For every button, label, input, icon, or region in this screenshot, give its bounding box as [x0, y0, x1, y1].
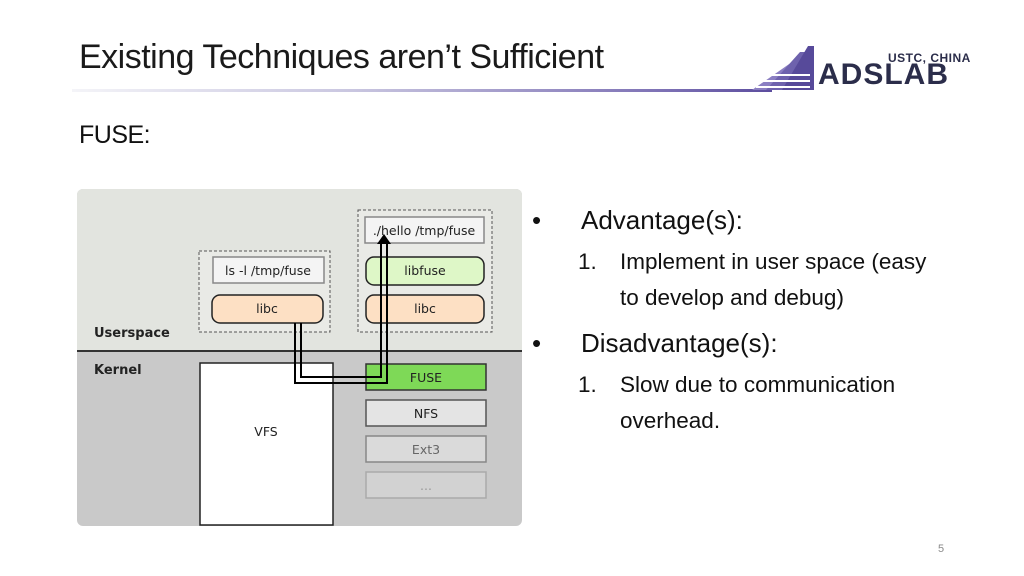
- logo-wordmark: ADSLAB: [818, 58, 949, 91]
- disadvantage-heading: • Disadvantage(s):: [532, 328, 778, 358]
- bullet-dot-icon: •: [532, 328, 542, 358]
- left-libc-box: [211, 294, 324, 324]
- slide-title: Existing Techniques aren’t Sufficient: [79, 38, 604, 76]
- call-path-arrow-icon: [377, 234, 391, 244]
- left-command-box: [212, 256, 325, 284]
- ext3-module-text: Ext3: [412, 442, 440, 457]
- fuse-architecture-diagram: Userspace Kernel ls -l /tmp/fuse libc ./…: [77, 189, 522, 526]
- title-underline: [72, 89, 772, 92]
- logo-subtext: USTC, CHINA: [888, 51, 971, 65]
- disadvantage-item: 1. Slow due to communication overhead.: [578, 372, 896, 433]
- userspace-label: Userspace: [94, 326, 170, 341]
- left-libc-text: libc: [256, 301, 278, 316]
- kernel-label: Kernel: [94, 363, 142, 378]
- advantage-section: • Advantage(s): 1. Implement in user spa…: [532, 205, 1002, 316]
- libfuse-text: libfuse: [404, 263, 446, 278]
- ext3-module-box: [365, 435, 487, 463]
- right-libc-text: libc: [414, 301, 436, 316]
- libfuse-box: [365, 256, 485, 286]
- bullet-dot-icon: •: [532, 205, 542, 235]
- advantage-item: 1. Implement in user space (easy to deve…: [578, 249, 927, 310]
- right-libc-box: [365, 294, 485, 324]
- fuse-call-path: [294, 242, 388, 384]
- disadvantage-section: • Disadvantage(s): 1. Slow due to commun…: [532, 328, 1002, 439]
- slide-subtitle: FUSE:: [79, 121, 151, 149]
- adslab-logo-icon: [752, 46, 814, 90]
- nfs-module-box: [365, 399, 487, 427]
- right-command-text: ./hello /tmp/fuse: [373, 223, 476, 238]
- fuse-module-text: FUSE: [410, 370, 442, 385]
- other-module-text: ...: [420, 478, 432, 493]
- page-number: 5: [938, 543, 945, 555]
- nfs-module-text: NFS: [414, 406, 438, 421]
- advantage-heading: • Advantage(s):: [532, 205, 743, 235]
- vfs-box: [199, 362, 334, 526]
- bullet-list: • Advantage(s): 1. Implement in user spa…: [532, 205, 1002, 439]
- left-command-text: ls -l /tmp/fuse: [225, 263, 311, 278]
- vfs-text: VFS: [254, 424, 278, 439]
- other-module-box: [365, 471, 487, 499]
